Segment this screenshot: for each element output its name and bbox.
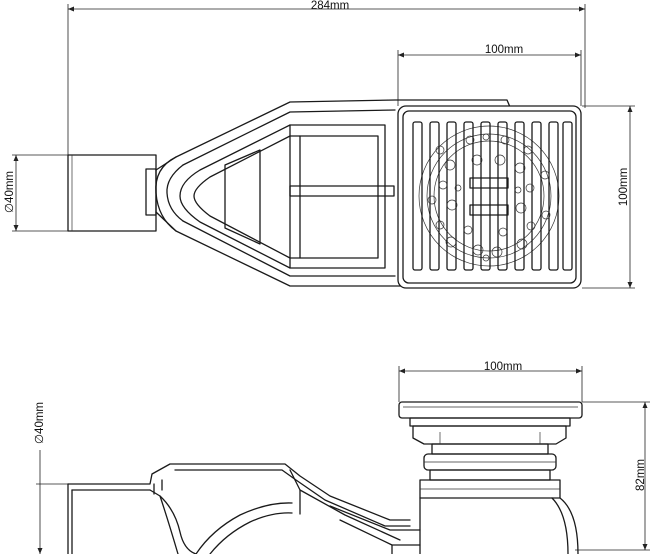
body-height-dimension: 82mm — [575, 401, 650, 551]
overall-length-label: 284mm — [311, 0, 349, 12]
channel-body-top — [155, 99, 511, 287]
outlet-diameter-label-top: ∅40mm — [4, 171, 16, 213]
diameter-symbol-side: ∅ — [34, 434, 46, 444]
grate-width-dimension-top: 100mm — [397, 44, 582, 106]
outlet-pipe-top — [67, 154, 157, 232]
grate-width-label-side: 100mm — [484, 361, 522, 373]
outlet-diameter-value-top: 40mm — [4, 171, 16, 203]
overall-length-dimension: 284mm — [67, 0, 586, 155]
body-height-label: 82mm — [635, 459, 647, 491]
trap-body-side — [412, 425, 579, 554]
outlet-diameter-dimension-top: ∅40mm — [4, 154, 70, 232]
side-view: 100mm 82mm ∅40mm — [34, 361, 650, 554]
grate-width-label-top: 100mm — [485, 44, 523, 56]
channel-body-side — [67, 463, 421, 554]
grate-plate-side — [398, 401, 583, 427]
outlet-diameter-value-side: 40mm — [34, 402, 46, 434]
diameter-symbol: ∅ — [4, 203, 16, 213]
grate-width-dimension-side: 100mm — [398, 361, 583, 402]
outlet-diameter-dimension-side: ∅40mm — [34, 402, 72, 554]
square-grate-top — [397, 105, 582, 289]
filter-pattern — [427, 133, 551, 262]
top-view: 284mm 100mm 100mm ∅40mm — [4, 0, 635, 289]
grate-slots — [412, 121, 573, 271]
outlet-diameter-label-side: ∅40mm — [34, 402, 46, 444]
grate-height-dimension: 100mm — [582, 105, 635, 289]
grate-height-label: 100mm — [618, 168, 630, 206]
